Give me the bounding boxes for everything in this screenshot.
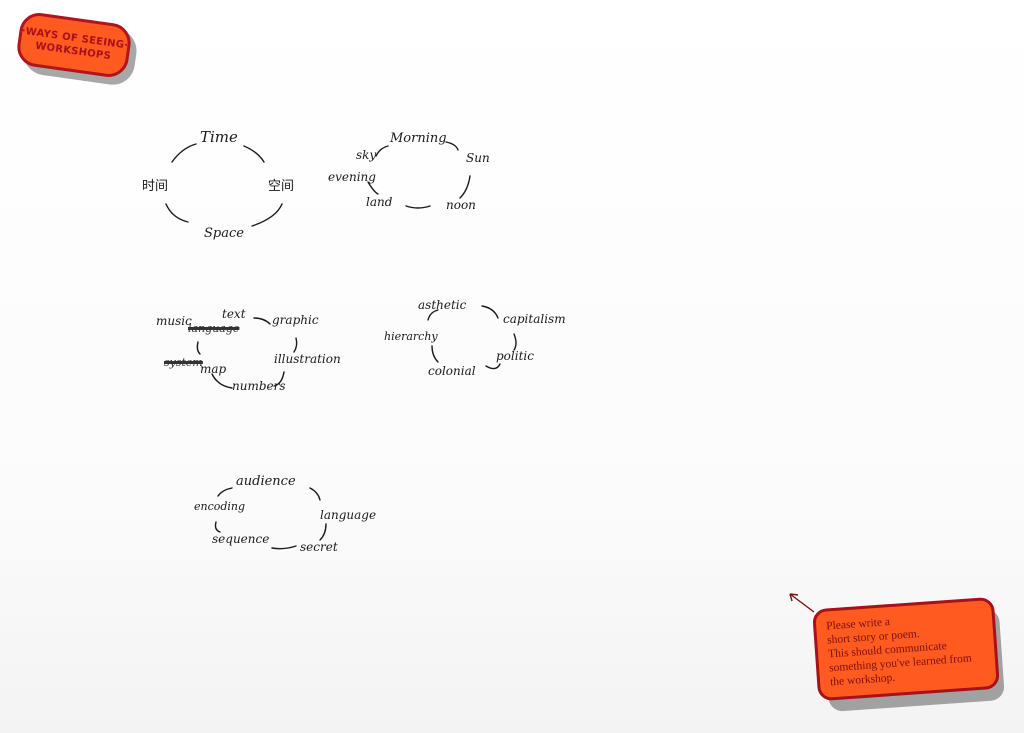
word-space: Space xyxy=(204,226,244,241)
word-language: language xyxy=(320,508,377,522)
word-audience: audience xyxy=(236,474,296,489)
word-hierarchy: hierarchy xyxy=(384,330,438,343)
word-system-crossed: system xyxy=(164,356,203,369)
word-evening: evening xyxy=(328,170,376,184)
word-music: music xyxy=(156,314,192,328)
word-numbers: numbers xyxy=(232,379,286,393)
word-colonial: colonial xyxy=(428,364,476,378)
word-land: land xyxy=(366,195,393,209)
word-text: text xyxy=(222,307,246,321)
arrow-icon xyxy=(789,593,815,613)
word-encoding: encoding xyxy=(194,500,246,513)
word-sky: sky xyxy=(356,148,377,162)
word-map: map xyxy=(200,362,227,376)
word-morning: Morning xyxy=(390,131,447,146)
word-shijian: 时间 xyxy=(142,179,169,194)
instruction-note: Please write a short story or poem. This… xyxy=(812,596,1000,702)
word-language-crossed: language xyxy=(188,322,240,335)
word-asthetic: asthetic xyxy=(418,298,467,312)
word-sun: Sun xyxy=(466,151,490,165)
word-time: Time xyxy=(200,128,238,146)
word-graphic: graphic xyxy=(272,313,319,327)
word-capitalism: capitalism xyxy=(503,312,566,326)
word-politic: politic xyxy=(496,349,534,363)
word-secret: secret xyxy=(300,540,338,554)
word-sequence: sequence xyxy=(212,532,270,546)
word-kongjian: 空间 xyxy=(268,179,295,194)
word-noon: noon xyxy=(446,198,476,212)
word-illustration: illustration xyxy=(274,352,341,366)
